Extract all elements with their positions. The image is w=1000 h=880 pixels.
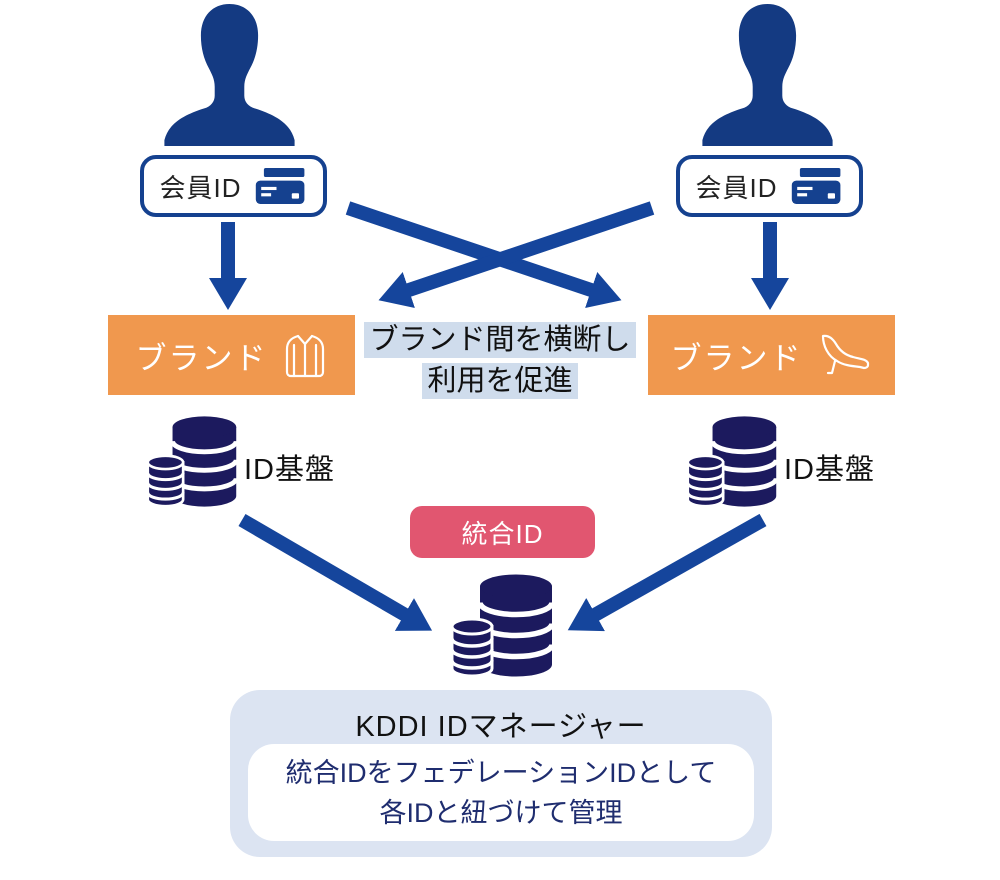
member-id-badge-right: 会員ID bbox=[676, 155, 863, 217]
brand-label: ブランド bbox=[135, 340, 268, 376]
person-icon-left bbox=[164, 3, 295, 146]
brand-box-left: ブランド bbox=[108, 315, 355, 395]
database-icon-center bbox=[450, 574, 554, 678]
brand-box-right: ブランド bbox=[648, 315, 895, 395]
member-id-badge-left: 会員ID bbox=[140, 155, 327, 217]
member-id-label: 会員ID bbox=[695, 172, 778, 203]
arrow-right-platform-to-center-db bbox=[567, 513, 767, 632]
shirt-icon bbox=[285, 334, 324, 378]
id-platform-label-right: ID基盤 bbox=[784, 454, 876, 486]
manager-title: KDDI IDマネージャー bbox=[355, 711, 647, 743]
manager-description-line2: 各IDと紐づけて管理 bbox=[379, 797, 623, 828]
arrow-cross-right-to-left-brand bbox=[378, 201, 655, 309]
kddi-manager-panel: KDDI IDマネージャー 統合IDをフェデレーションIDとして 各IDと紐づけ… bbox=[230, 690, 772, 857]
credit-card-icon bbox=[255, 168, 304, 204]
cross-note-line2: 利用を促進 bbox=[422, 363, 578, 399]
arrow-cross-left-to-right-brand bbox=[345, 201, 622, 309]
arrow-left-platform-to-center-db bbox=[238, 513, 433, 631]
manager-description-line1: 統合IDをフェデレーションIDとして bbox=[285, 757, 717, 788]
cross-note-line1: ブランド間を横断し bbox=[364, 322, 636, 358]
database-icon-right bbox=[686, 416, 778, 508]
person-icon-right bbox=[702, 3, 833, 146]
member-id-label: 会員ID bbox=[159, 172, 242, 203]
integrated-id-label: 統合ID bbox=[461, 518, 544, 549]
cross-note: ブランド間を横断し 利用を促進 bbox=[350, 320, 650, 402]
brand-label: ブランド bbox=[670, 340, 803, 376]
credit-card-icon bbox=[791, 168, 840, 204]
integrated-id-badge: 統合ID bbox=[410, 506, 595, 558]
id-platform-label-left: ID基盤 bbox=[244, 454, 336, 486]
database-icon-left bbox=[146, 416, 238, 508]
high-heel-icon bbox=[821, 334, 869, 375]
manager-description-box: 統合IDをフェデレーションIDとして 各IDと紐づけて管理 bbox=[248, 744, 754, 841]
